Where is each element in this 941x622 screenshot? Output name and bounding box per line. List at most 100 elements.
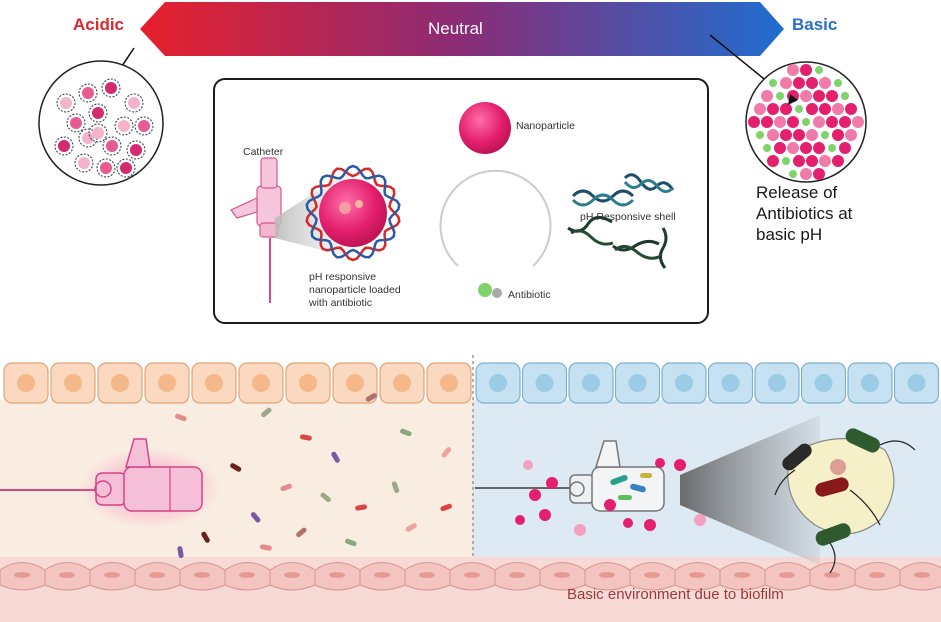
scattered-antibiotic-rod: [261, 407, 272, 418]
scattered-antibiotic-rod: [177, 546, 184, 559]
basic-cell-nucleus: [628, 374, 647, 392]
bottom-cell-nucleus: [734, 572, 750, 578]
bottom-cell-nucleus: [779, 572, 795, 578]
bottom-cell-nucleus: [374, 572, 390, 578]
legend-nanoparticle-icon: [459, 102, 511, 154]
biofilm-cluster: [774, 428, 916, 574]
acidic-shell: [116, 158, 136, 178]
released-nanoparticle: [793, 155, 805, 167]
acidic-label: Acidic: [73, 15, 125, 34]
released-nanoparticle: [819, 103, 831, 115]
released-nanoparticle: [774, 142, 786, 154]
released-antibiotic: [815, 66, 823, 74]
acidic-cell-nucleus: [158, 374, 176, 392]
acidic-nanoparticle: [138, 120, 150, 132]
acidic-nanoparticle: [82, 132, 94, 144]
bottom-cell-nucleus: [644, 572, 660, 578]
acidic-nanoparticle: [118, 120, 130, 132]
left-catheter: [0, 438, 220, 528]
released-nanoparticle: [529, 489, 541, 501]
released-nanoparticle: [787, 142, 799, 154]
acidic-nanoparticle: [82, 87, 94, 99]
acidic-shell: [134, 116, 154, 136]
released-nanoparticle: [604, 499, 616, 511]
scattered-antibiotic-rod: [441, 447, 452, 458]
released-nanoparticle: [800, 142, 812, 154]
released-nanoparticle: [774, 116, 786, 128]
released-nanoparticle: [832, 155, 844, 167]
released-nanoparticle: [787, 116, 799, 128]
released-antibiotic: [834, 79, 842, 87]
basic-cell-nucleus: [675, 374, 693, 392]
acidic-shell: [54, 136, 74, 156]
bottom-cell-nucleus: [284, 572, 300, 578]
released-nanoparticle: [748, 116, 760, 128]
release-line-2: Antibiotics at: [756, 204, 853, 223]
bottom-cell-nucleus: [914, 572, 930, 578]
loaded-line-3: with antibiotic: [309, 297, 373, 309]
released-antibiotic: [789, 170, 797, 178]
released-nanoparticle: [845, 103, 857, 115]
legend-loaded-nanoparticle: [305, 164, 401, 262]
loaded-line-2: nanoparticle loaded: [309, 284, 401, 296]
acidic-shell: [101, 78, 121, 98]
acidic-cell-nucleus: [64, 374, 82, 392]
acidic-nanoparticle: [128, 97, 140, 109]
released-antibiotic: [769, 79, 777, 87]
released-nanoparticle: [754, 103, 766, 115]
acidic-nanoparticle: [105, 82, 117, 94]
acidic-nanoparticle: [130, 144, 142, 156]
released-nanoparticle: [793, 77, 805, 89]
released-nanoparticle: [655, 458, 665, 468]
bottom-cell-nucleus: [824, 572, 840, 578]
released-nanoparticle: [852, 116, 864, 128]
acidic-nanoparticle: [58, 140, 70, 152]
legend-shell-label: pH Responsive shell: [580, 211, 676, 223]
acidic-cell-nucleus: [299, 374, 317, 392]
released-nanoparticle: [806, 103, 818, 115]
released-antibiotic: [828, 144, 836, 152]
released-nanoparticle: [780, 77, 792, 89]
scattered-antibiotic-rod: [299, 434, 312, 441]
legend-antibiotic-icon: [478, 283, 492, 297]
basic-cell-nucleus: [907, 374, 926, 392]
bottom-cell-nucleus: [419, 572, 435, 578]
bottom-cell-nucleus: [509, 572, 525, 578]
released-nanoparticle: [813, 168, 825, 180]
scattered-antibiotic-rod: [259, 544, 272, 551]
acidic-nanoparticle: [92, 107, 104, 119]
scattered-antibiotic-rod: [280, 483, 292, 492]
scattered-antibiotic-rod: [250, 512, 261, 523]
released-antibiotic: [776, 92, 784, 100]
acidic-shell: [88, 103, 108, 123]
bottom-cell-nucleus: [194, 572, 210, 578]
legend-antibiotic-icon-2: [492, 288, 502, 298]
acidic-cell-nucleus: [440, 374, 458, 392]
acidic-cell-nucleus: [393, 374, 411, 392]
released-nanoparticle: [813, 116, 825, 128]
acidic-shell: [88, 123, 108, 143]
tissue-scene: [0, 355, 941, 622]
acidic-tissue: [0, 400, 473, 560]
scattered-antibiotic-rod: [440, 503, 452, 512]
released-nanoparticle: [674, 459, 686, 471]
released-nanoparticle: [574, 524, 586, 536]
released-nanoparticle: [832, 103, 844, 115]
released-nanoparticle: [539, 509, 551, 521]
released-nanoparticle: [523, 460, 533, 470]
release-line-1: Release of: [756, 183, 838, 202]
acidic-shell: [124, 93, 144, 113]
bottom-cell-nucleus: [329, 572, 345, 578]
released-nanoparticle: [787, 64, 799, 76]
released-nanoparticle: [813, 90, 825, 102]
legend-catheter-icon: [230, 157, 282, 303]
acidic-shell: [114, 116, 134, 136]
acidic-nanoparticle: [106, 140, 118, 152]
acidic-cell-nucleus: [17, 374, 35, 392]
basic-release-circle: [745, 61, 867, 183]
released-nanoparticle: [813, 142, 825, 154]
acidic-nanoparticle: [120, 162, 132, 174]
released-nanoparticle: [826, 90, 838, 102]
basic-label: Basic: [792, 15, 838, 34]
released-nanoparticle: [793, 129, 805, 141]
